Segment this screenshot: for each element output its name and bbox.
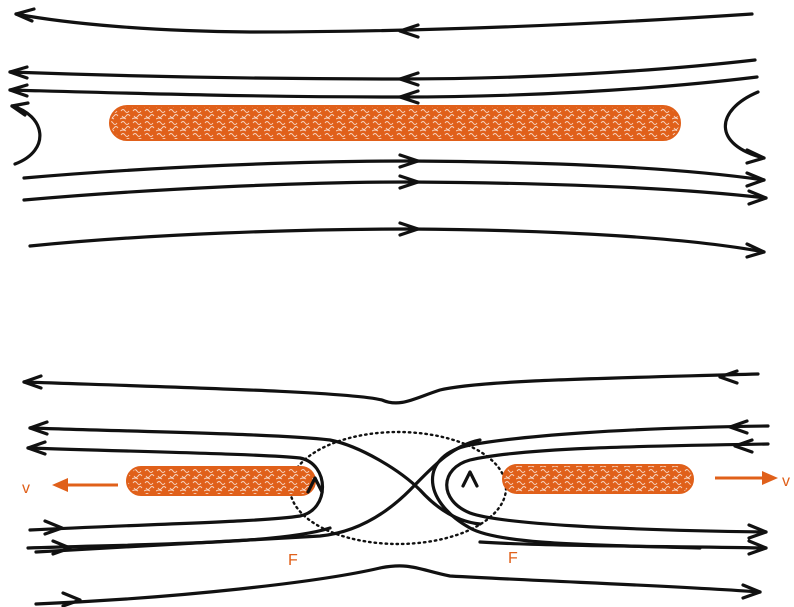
field-line-top-2	[10, 60, 755, 79]
arrowhead-left	[720, 371, 737, 383]
field-line-top-4	[24, 161, 764, 180]
velocity-arrowhead-left	[52, 478, 68, 492]
field-line-bottom-9	[36, 566, 760, 604]
arrowhead-up	[463, 472, 477, 486]
velocity-label-left: v	[22, 480, 30, 497]
arrowhead-right	[63, 593, 80, 606]
long-filament	[110, 106, 680, 140]
field-line-top-1	[16, 14, 752, 32]
force-label-right: F	[508, 550, 518, 567]
field-line-bottom-7	[28, 528, 330, 548]
bottom-panel: v v F F	[22, 371, 790, 606]
velocity-arrowhead-right	[762, 471, 778, 485]
top-panel	[10, 9, 766, 257]
field-line-bottom-1	[24, 374, 758, 403]
field-line-top-6	[30, 229, 764, 252]
force-label-left: F	[288, 552, 298, 569]
field-line-bottom-8	[480, 542, 766, 548]
velocity-label-right: v	[782, 473, 790, 490]
right-filament	[503, 465, 693, 493]
field-line-top-right-hook	[725, 92, 764, 158]
arrowhead-left	[735, 440, 752, 452]
field-line-top-5	[24, 182, 766, 200]
left-filament	[127, 467, 315, 495]
